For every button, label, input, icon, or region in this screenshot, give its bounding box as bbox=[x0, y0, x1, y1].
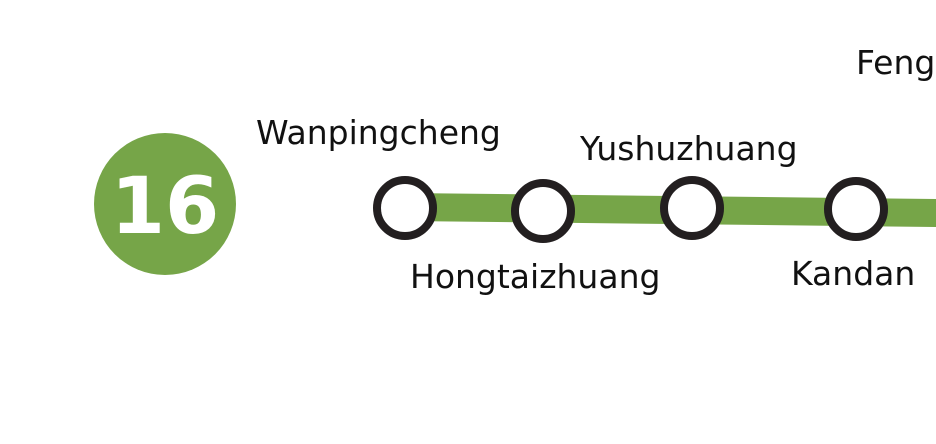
station-label-feng: Feng bbox=[856, 43, 936, 82]
station-label-yushuzhuang: Yushuzhuang bbox=[580, 129, 798, 168]
station-marker-hongtaizhuang[interactable] bbox=[511, 179, 575, 243]
station-label-hongtaizhuang: Hongtaizhuang bbox=[410, 257, 661, 296]
station-label-wanpingcheng: Wanpingcheng bbox=[256, 113, 501, 152]
station-marker-kandan[interactable] bbox=[824, 177, 888, 241]
station-label-kandan: Kandan bbox=[791, 254, 916, 293]
station-marker-yushuzhuang[interactable] bbox=[660, 176, 724, 240]
line-16-number: 16 bbox=[111, 162, 220, 252]
line-16-badge bbox=[94, 133, 236, 275]
station-marker-wanpingcheng[interactable] bbox=[373, 176, 437, 240]
